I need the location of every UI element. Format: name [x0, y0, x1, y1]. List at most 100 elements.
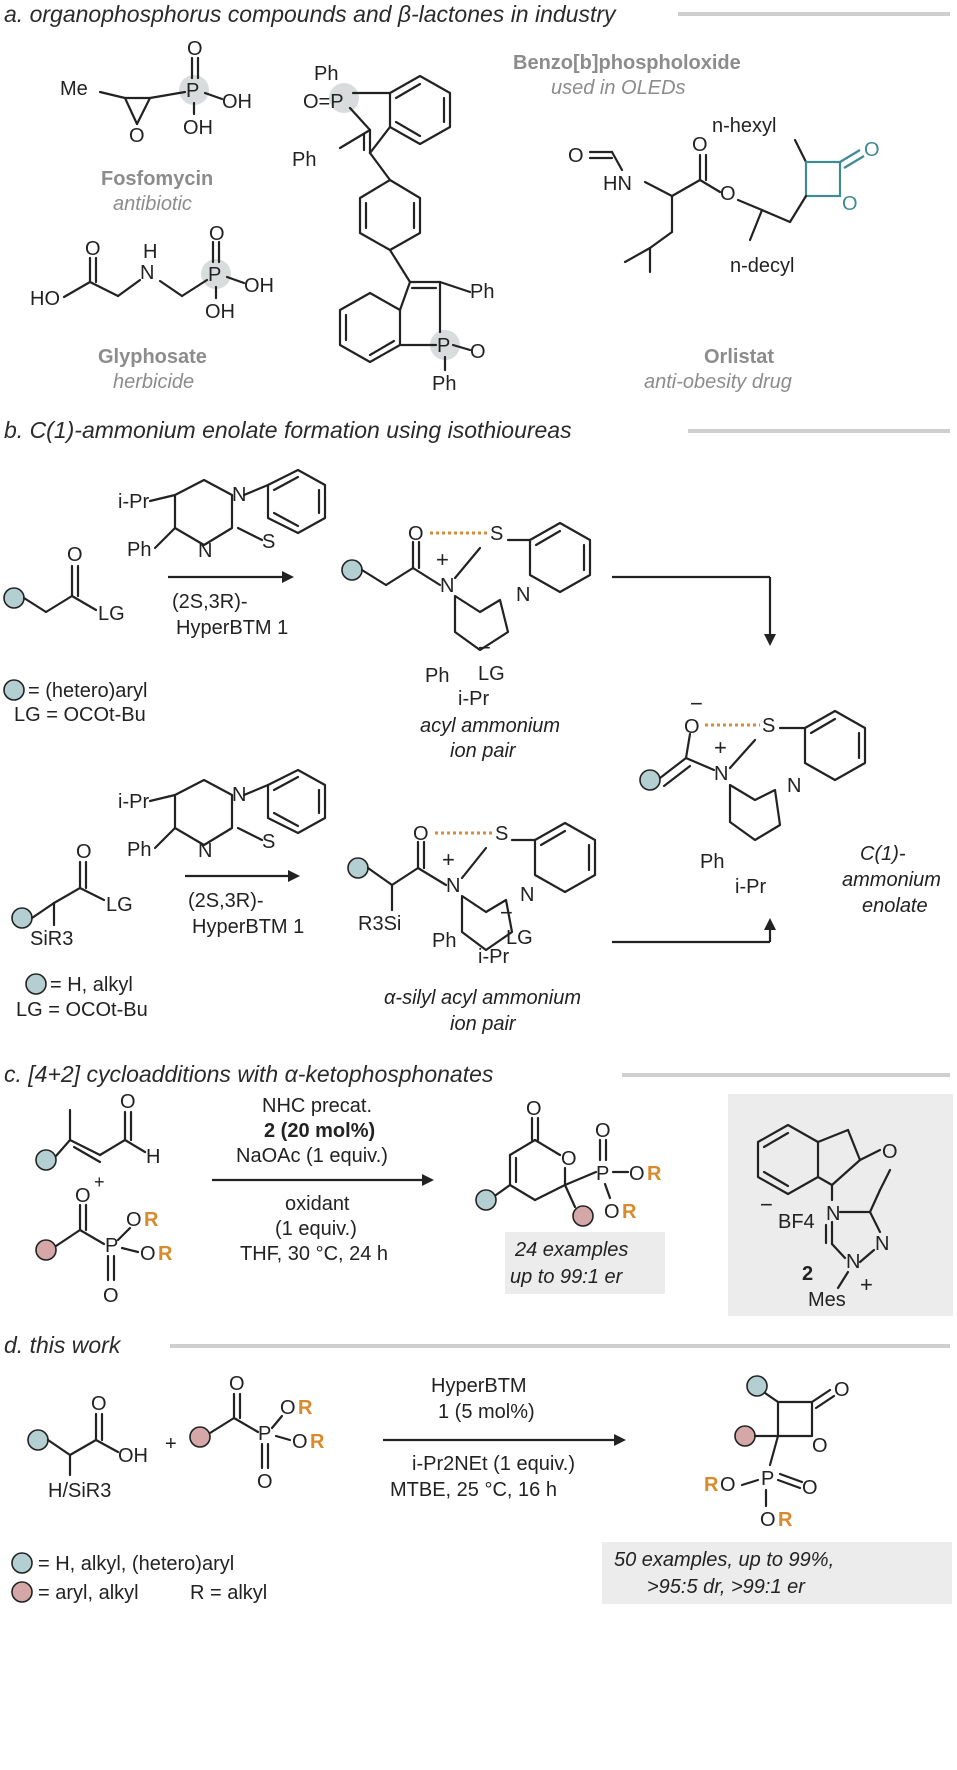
enolate-label-1: C(1)-	[860, 843, 906, 865]
minus-charge: −	[500, 900, 513, 925]
teal-dot	[27, 1429, 49, 1451]
atom-p: P	[761, 1468, 774, 1490]
atom-o: O	[692, 134, 708, 156]
fosfomycin-name: Fosfomycin	[101, 168, 213, 190]
fosfomycin-structure: Me O P O OH OH	[60, 38, 252, 147]
atom-o: O	[413, 823, 429, 845]
atom-ho: HO	[30, 288, 60, 310]
legend-h-alkyl: = H, alkyl	[50, 974, 133, 996]
atom-r: R	[158, 1243, 173, 1265]
atom-ph: Ph	[127, 839, 151, 861]
atom-n: N	[875, 1233, 889, 1255]
result-box	[602, 1542, 952, 1604]
legend-teal-dot	[11, 1552, 33, 1574]
acyl-ammonium-label-1: acyl ammonium	[420, 715, 560, 737]
enal-substrate: O H +	[35, 1091, 160, 1192]
atom-o: O	[864, 139, 880, 161]
atom-r3si: R3Si	[358, 913, 401, 935]
result-examples: 24 examples	[514, 1239, 628, 1261]
plus-sign: +	[165, 1433, 177, 1455]
section-d-title: d. this work	[4, 1332, 122, 1358]
atom-oh: OH	[183, 117, 213, 139]
hyperbtm-catalyst: i-Pr Ph N N S	[118, 768, 327, 862]
atom-n: N	[232, 784, 246, 806]
atom-n: N	[516, 584, 530, 606]
benzophospholoxide-structure: Ph O=P Ph Ph P O Ph	[292, 63, 494, 395]
condition-nhc: NHC precat.	[262, 1095, 372, 1117]
glyphosate-name: Glyphosate	[98, 346, 207, 368]
legend-red-dot	[11, 1581, 33, 1603]
atom-r: R	[622, 1201, 637, 1223]
atom-h-sir3: H/SiR3	[48, 1480, 111, 1502]
atom-ipr: i-Pr	[735, 876, 766, 898]
atom-p: P	[596, 1163, 609, 1185]
ketophosphonate-substrate: O P O O R O R	[189, 1373, 325, 1493]
atom-o: O	[760, 1509, 776, 1531]
result-yield: 50 examples, up to 99%,	[614, 1549, 834, 1571]
condition-catalyst: 2 (20 mol%)	[264, 1120, 375, 1142]
atom-ph: Ph	[425, 665, 449, 687]
atom-o: O	[802, 1477, 818, 1499]
silyl-acyl-ammonium-structure: R3Si O S N + N Ph i-Pr LG −	[347, 821, 597, 968]
plus-charge: +	[714, 735, 727, 760]
atom-n: N	[140, 262, 154, 284]
atom-o: O	[292, 1431, 308, 1453]
atom-s: S	[490, 523, 503, 545]
condition-base: NaOAc (1 equiv.)	[236, 1145, 388, 1167]
atom-o: O	[280, 1397, 296, 1419]
atom-o: O	[834, 1379, 850, 1401]
ketophosphonate-substrate: O P O O R O R	[35, 1185, 173, 1307]
catalyst-number: 2	[802, 1263, 813, 1285]
atom-o: O	[561, 1148, 577, 1170]
teal-dot	[35, 1149, 57, 1171]
atom-ph: Ph	[432, 373, 456, 395]
atom-ph: Ph	[470, 281, 494, 303]
plus-charge: +	[442, 847, 455, 872]
condition-base: i-Pr2NEt (1 equiv.)	[412, 1453, 575, 1475]
plus-charge: +	[436, 547, 449, 572]
alkyl-dot	[11, 907, 33, 929]
section-c-title: c. [4+2] cycloadditions with α-ketophosp…	[4, 1061, 494, 1087]
atom-r: R	[310, 1431, 325, 1453]
atom-me: Me	[60, 78, 88, 100]
section-d: d. this work H/SiR3 O OH + O P O O R O R…	[4, 1332, 952, 1604]
atom-o: O	[842, 193, 858, 215]
condition-solvent: MTBE, 25 °C, 16 h	[390, 1479, 557, 1501]
atom-ipr: i-Pr	[118, 791, 149, 813]
atom-oh: OH	[222, 91, 252, 113]
catalyst-label-2: HyperBTM 1	[176, 617, 288, 639]
atom-n-hexyl: n-hexyl	[712, 115, 776, 137]
atom-p: P	[208, 264, 221, 286]
atom-o: O	[209, 223, 225, 245]
benzophospholoxide-name: Benzo[b]phospholoxide	[513, 52, 741, 74]
atom-ph: Ph	[432, 930, 456, 952]
atom-o: O	[76, 841, 92, 863]
atom-o: O	[257, 1471, 273, 1493]
atom-o: O	[140, 1243, 156, 1265]
legend-red: = aryl, alkyl	[38, 1582, 139, 1604]
section-a-title: a. organophosphorus compounds and β-lact…	[4, 1, 617, 27]
section-b: b. C(1)-ammonium enolate formation using…	[3, 417, 950, 1035]
atom-o: O	[568, 145, 584, 167]
atom-hn: HN	[603, 173, 632, 195]
benzophospholoxide-use: used in OLEDs	[551, 77, 686, 99]
silyl-label-1: α-silyl acyl ammonium	[384, 987, 581, 1009]
acyl-ammonium-structure: O S N + N Ph LG i-Pr −	[341, 521, 592, 710]
enolate-label-2: ammonium	[842, 869, 941, 891]
atom-o: O	[75, 1185, 91, 1207]
orlistat-name: Orlistat	[704, 346, 774, 368]
legend-teal-dot	[3, 679, 25, 701]
atom-lg: LG	[98, 603, 125, 625]
atom-o: O	[126, 1209, 142, 1231]
atom-oh: OH	[244, 275, 274, 297]
atom-o: O	[720, 1474, 736, 1496]
atom-r: R	[144, 1209, 159, 1231]
result-selectivity: >95:5 dr, >99:1 er	[647, 1576, 806, 1598]
atom-ph: Ph	[700, 851, 724, 873]
atom-n: N	[714, 763, 728, 785]
legend-teal: = H, alkyl, (hetero)aryl	[38, 1553, 234, 1575]
beta-lactone-ring	[776, 1400, 814, 1438]
atom-o: O	[526, 1098, 542, 1120]
atom-n: N	[787, 775, 801, 797]
